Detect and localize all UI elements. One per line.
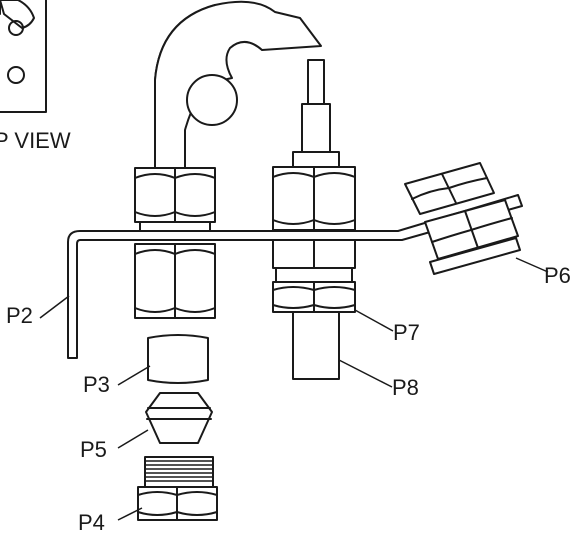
right-hex-nut-upper [272, 166, 356, 231]
right-hex-nut-lower [272, 239, 356, 283]
p7-lock-nut [272, 281, 356, 313]
label-p4: P4 [78, 510, 105, 535]
label-p2: P2 [6, 303, 33, 328]
mount-hole [8, 20, 24, 36]
p5-leader [117, 429, 149, 449]
left-hex-nut-upper [134, 167, 216, 235]
pilot-hood [154, 0, 322, 169]
p2-leader [39, 295, 70, 319]
p4-fitting [137, 456, 218, 521]
label-p5: P5 [80, 437, 107, 462]
p5-ferrule [145, 392, 213, 444]
label-p7: P7 [393, 320, 420, 345]
left-hex-nut-lower [134, 243, 216, 319]
p8-body [292, 311, 340, 380]
p6-nut-lower [424, 199, 521, 275]
label-p8: P8 [392, 375, 419, 400]
top-view-caption: P VIEW [0, 128, 71, 153]
label-p3: P3 [83, 372, 110, 397]
p2-bracket [67, 194, 523, 359]
p6-leader [515, 257, 549, 273]
top-view-bracket [0, 0, 47, 113]
mount-hole [7, 66, 25, 84]
p6-nut-upper [404, 162, 495, 215]
p8-leader [338, 359, 393, 388]
p4-leader [117, 507, 143, 521]
p3-sleeve [147, 334, 209, 384]
p7-leader [354, 309, 394, 332]
p3-leader [117, 365, 151, 386]
thermocouple-rod [292, 59, 340, 168]
label-p6: P6 [544, 263, 571, 288]
